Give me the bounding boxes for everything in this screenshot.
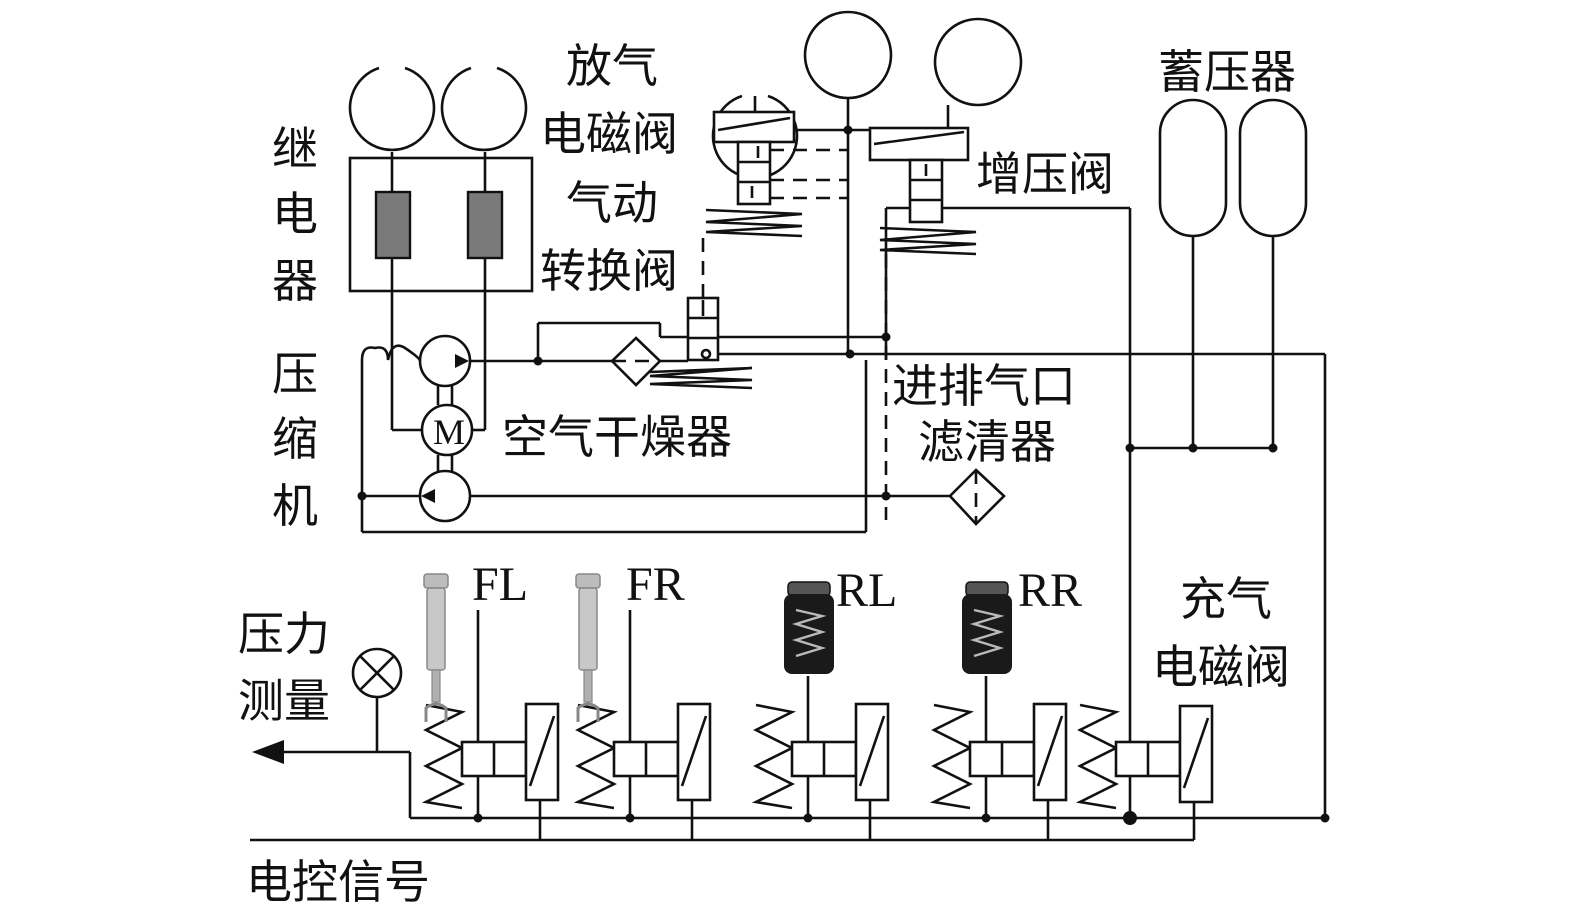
relay-coil-left [374, 190, 412, 260]
compressor-motor [420, 403, 474, 457]
inflate-solenoid-label-1: 充气 [1180, 572, 1272, 626]
exhaust-solenoid-label-2: 电磁阀 [540, 107, 678, 161]
compressor-label-2: 缩 [272, 412, 318, 466]
relay-label-2: 电 [272, 187, 318, 241]
motor-label: M [433, 412, 465, 452]
accumulator [1125, 98, 1308, 818]
relay-coil-right [466, 190, 504, 260]
rear-right-spring [962, 581, 1012, 674]
boost-valve [868, 17, 1130, 520]
front-right-strut [575, 573, 601, 722]
valve-fl [421, 610, 560, 840]
valve-rl [751, 676, 890, 840]
relay-label-1: 继 [272, 122, 318, 176]
pressure-label-1: 压力 [238, 607, 330, 661]
inflate-solenoid-valve [1075, 703, 1214, 840]
air-dryer-label: 空气干燥器 [502, 410, 732, 464]
pneumatic-switch-valve [686, 232, 720, 362]
front-left-strut [423, 573, 449, 722]
inflate-solenoid-label-2: 电磁阀 [1152, 640, 1290, 694]
valve-rr [929, 676, 1068, 840]
pneumatic-valve-label-1: 气动 [566, 176, 658, 230]
relay [348, 66, 534, 432]
rear-left-spring [784, 581, 834, 674]
relay-contact-left [348, 66, 436, 152]
rl-label: RL [836, 564, 897, 617]
compressor: M [357, 334, 868, 534]
compressor-label-3: 机 [272, 479, 318, 533]
rr-label: RR [1018, 564, 1082, 617]
intake-filter [866, 468, 1006, 526]
fl-label: FL [472, 558, 528, 611]
intake-filter-label-2: 滤清器 [918, 415, 1056, 469]
boost-valve-label: 增压阀 [976, 147, 1114, 201]
corner-valves [250, 610, 1325, 842]
pneumatic-valve-label-2: 转换阀 [540, 244, 678, 298]
accumulator-label: 蓄压器 [1158, 45, 1296, 99]
exhaust-solenoid-label-1: 放气 [566, 39, 658, 93]
fr-label: FR [626, 558, 685, 611]
pressure-gauge [252, 647, 410, 764]
control-signal-label: 电控信号 [246, 855, 430, 909]
relay-contact-right [440, 66, 528, 152]
intake-filter-label-1: 进排气口 [892, 359, 1076, 413]
valve-fr [573, 610, 712, 840]
arrow-left-icon [252, 740, 284, 764]
air-dryer [470, 321, 753, 390]
relay-label-3: 器 [272, 254, 318, 308]
pressure-label-2: 测量 [238, 674, 330, 728]
exhaust-solenoid-valve [705, 10, 893, 352]
compressor-label-1: 压 [272, 347, 318, 401]
